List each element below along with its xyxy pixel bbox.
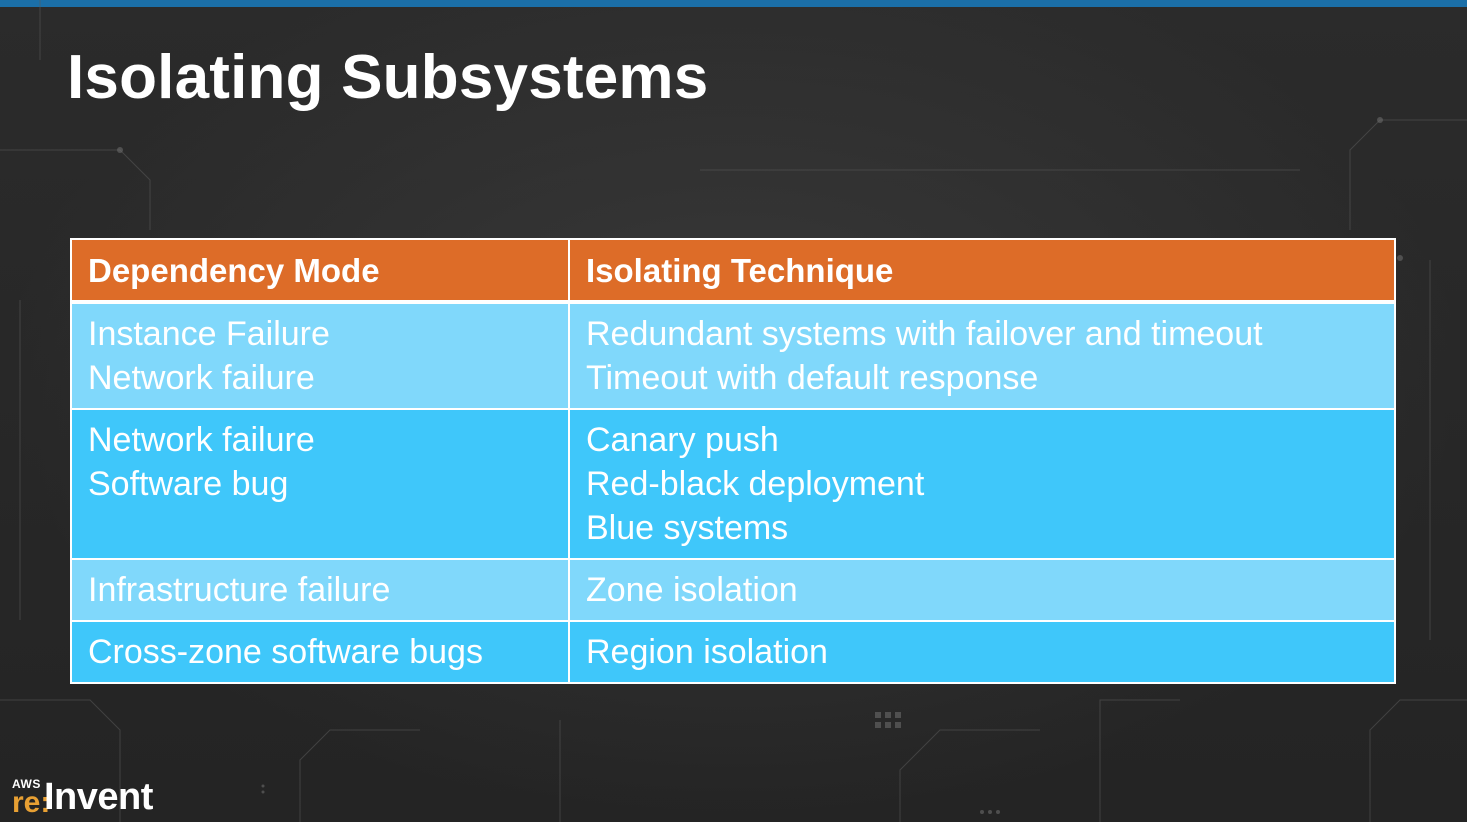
isolating-technique-cell: Redundant systems with failover and time… — [568, 300, 1396, 410]
dependency-mode-cell: Network failure Software bug — [70, 408, 570, 560]
table-row: Network failure Software bug Canary push… — [70, 408, 1396, 560]
cell-text: Software bug — [88, 465, 289, 503]
dependency-mode-cell: Instance Failure Network failure — [70, 300, 570, 410]
cell-text: Zone isolation — [586, 571, 798, 609]
slide-title: Isolating Subsystems — [67, 43, 709, 112]
logo-re-text: re: — [12, 786, 51, 819]
header-isolating-technique: Isolating Technique — [568, 238, 1396, 303]
dependency-mode-cell: Cross-zone software bugs — [70, 620, 570, 684]
cell-text: Network failure — [88, 421, 315, 459]
top-accent-bar — [0, 0, 1467, 7]
cell-text: Blue systems — [586, 509, 789, 547]
isolating-technique-cell: Zone isolation — [568, 558, 1396, 622]
header-dependency-mode: Dependency Mode — [70, 238, 570, 303]
cell-text: Infrastructure failure — [88, 571, 391, 609]
table-row: Infrastructure failure Zone isolation — [70, 558, 1396, 622]
isolating-technique-cell: Region isolation — [568, 620, 1396, 684]
table-row: Cross-zone software bugs Region isolatio… — [70, 620, 1396, 684]
logo-aws-text: AWS — [12, 777, 41, 791]
cell-text: Cross-zone software bugs — [88, 633, 483, 671]
cell-text: Canary push — [586, 421, 779, 459]
cell-text: Redundant systems with failover and time… — [586, 315, 1263, 353]
cell-text: Instance Failure — [88, 315, 330, 353]
isolation-table: Dependency Mode Isolating Technique Inst… — [70, 238, 1396, 684]
cell-text: Region isolation — [586, 633, 828, 671]
table-header-row: Dependency Mode Isolating Technique — [70, 238, 1396, 303]
isolation-table-container: Dependency Mode Isolating Technique Inst… — [70, 238, 1396, 684]
cell-text: Red-black deployment — [586, 465, 925, 503]
logo-invent-text: Invent — [44, 776, 153, 818]
dependency-mode-cell: Infrastructure failure — [70, 558, 570, 622]
cell-text: Network failure — [88, 359, 315, 397]
table-row: Instance Failure Network failure Redunda… — [70, 300, 1396, 410]
cell-text: Timeout with default response — [586, 359, 1039, 397]
isolating-technique-cell: Canary push Red-black deployment Blue sy… — [568, 408, 1396, 560]
